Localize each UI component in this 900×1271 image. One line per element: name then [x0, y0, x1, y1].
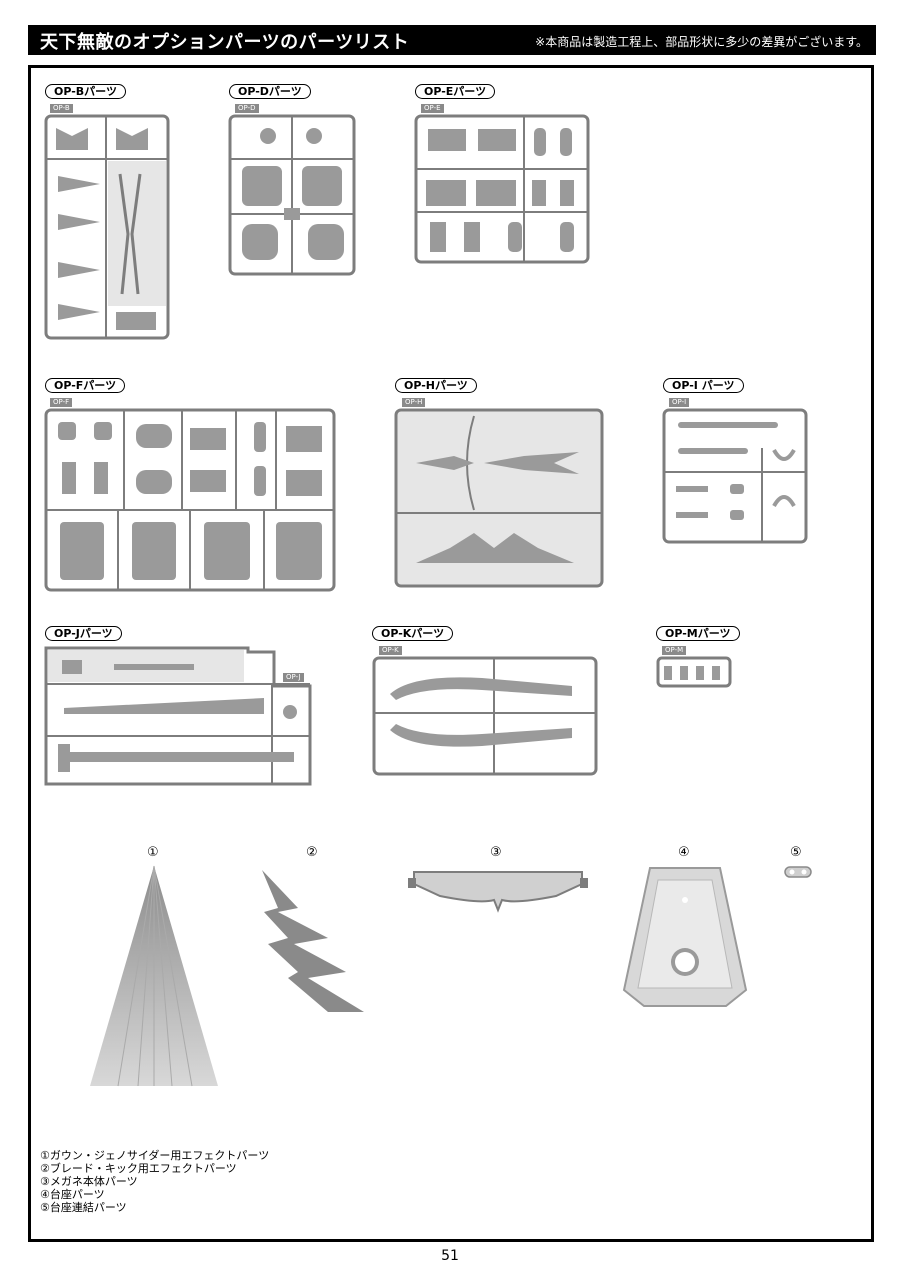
- sprue-label-op-e: OP-Eパーツ: [415, 84, 496, 99]
- sprue-tag-op-i: OP-I: [669, 398, 690, 407]
- legend-item: ③メガネ本体パーツ: [40, 1175, 138, 1188]
- sprue-tag-op-e: OP-E: [421, 104, 444, 113]
- parts-legend: ①ガウン・ジェノサイダー用エフェクトパーツ ②ブレード・キック用エフェクトパーツ…: [40, 1149, 269, 1214]
- page-header: 天下無敵のオプションパーツのパーツリスト ※本商品は製造工程上、部品形状に多少の…: [28, 25, 876, 55]
- sprue-tag-op-k: OP-K: [379, 646, 402, 655]
- part-number-1: ①: [147, 845, 159, 860]
- sprue-op-b: [44, 114, 170, 340]
- sprue-label-op-m: OP-Mパーツ: [656, 626, 740, 641]
- sprue-op-e: [414, 114, 590, 264]
- page-number: 51: [441, 1248, 459, 1264]
- part-blade-effect: [262, 870, 364, 1012]
- manufacturing-note: ※本商品は製造工程上、部品形状に多少の差異がございます。: [535, 35, 868, 49]
- part-number-3: ③: [490, 845, 502, 860]
- sprue-op-m: [656, 656, 732, 688]
- sprue-op-k: [372, 656, 598, 776]
- sprue-op-h: [394, 408, 604, 588]
- part-base: [622, 867, 748, 1007]
- legend-item: ⑤台座連結パーツ: [40, 1201, 127, 1214]
- sprue-label-op-b: OP-Bパーツ: [45, 84, 126, 99]
- sprue-tag-op-f: OP-F: [50, 398, 73, 407]
- part-effect-cone: [90, 865, 218, 1087]
- part-base-connector: [784, 866, 812, 878]
- sprue-op-j: [44, 646, 312, 786]
- part-number-2: ②: [306, 845, 318, 860]
- sprue-label-op-k: OP-Kパーツ: [372, 626, 454, 641]
- sprue-op-f: [44, 408, 336, 592]
- sprue-label-op-d: OP-Dパーツ: [229, 84, 311, 99]
- content-frame: [28, 65, 874, 1242]
- sprue-label-op-j: OP-Jパーツ: [45, 626, 122, 641]
- part-glasses: [408, 871, 588, 913]
- sprue-op-d: [228, 114, 356, 276]
- sprue-tag-op-d: OP-D: [235, 104, 259, 113]
- sprue-tag-op-m: OP-M: [662, 646, 687, 655]
- sprue-tag-op-h: OP-H: [402, 398, 426, 407]
- sprue-tag-op-b: OP-B: [50, 104, 73, 113]
- part-number-5: ⑤: [790, 845, 802, 860]
- sprue-op-i: [662, 408, 808, 544]
- legend-item: ④台座パーツ: [40, 1188, 105, 1201]
- legend-item: ①ガウン・ジェノサイダー用エフェクトパーツ: [40, 1149, 270, 1162]
- legend-item: ②ブレード・キック用エフェクトパーツ: [40, 1162, 237, 1175]
- page-title: 天下無敵のオプションパーツのパーツリスト: [40, 32, 410, 53]
- sprue-label-op-f: OP-Fパーツ: [45, 378, 126, 393]
- sprue-label-op-h: OP-Hパーツ: [395, 378, 477, 393]
- sprue-label-op-i: OP-I パーツ: [663, 378, 744, 393]
- sprue-tag-op-j: OP-J: [283, 673, 304, 682]
- part-number-4: ④: [678, 845, 690, 860]
